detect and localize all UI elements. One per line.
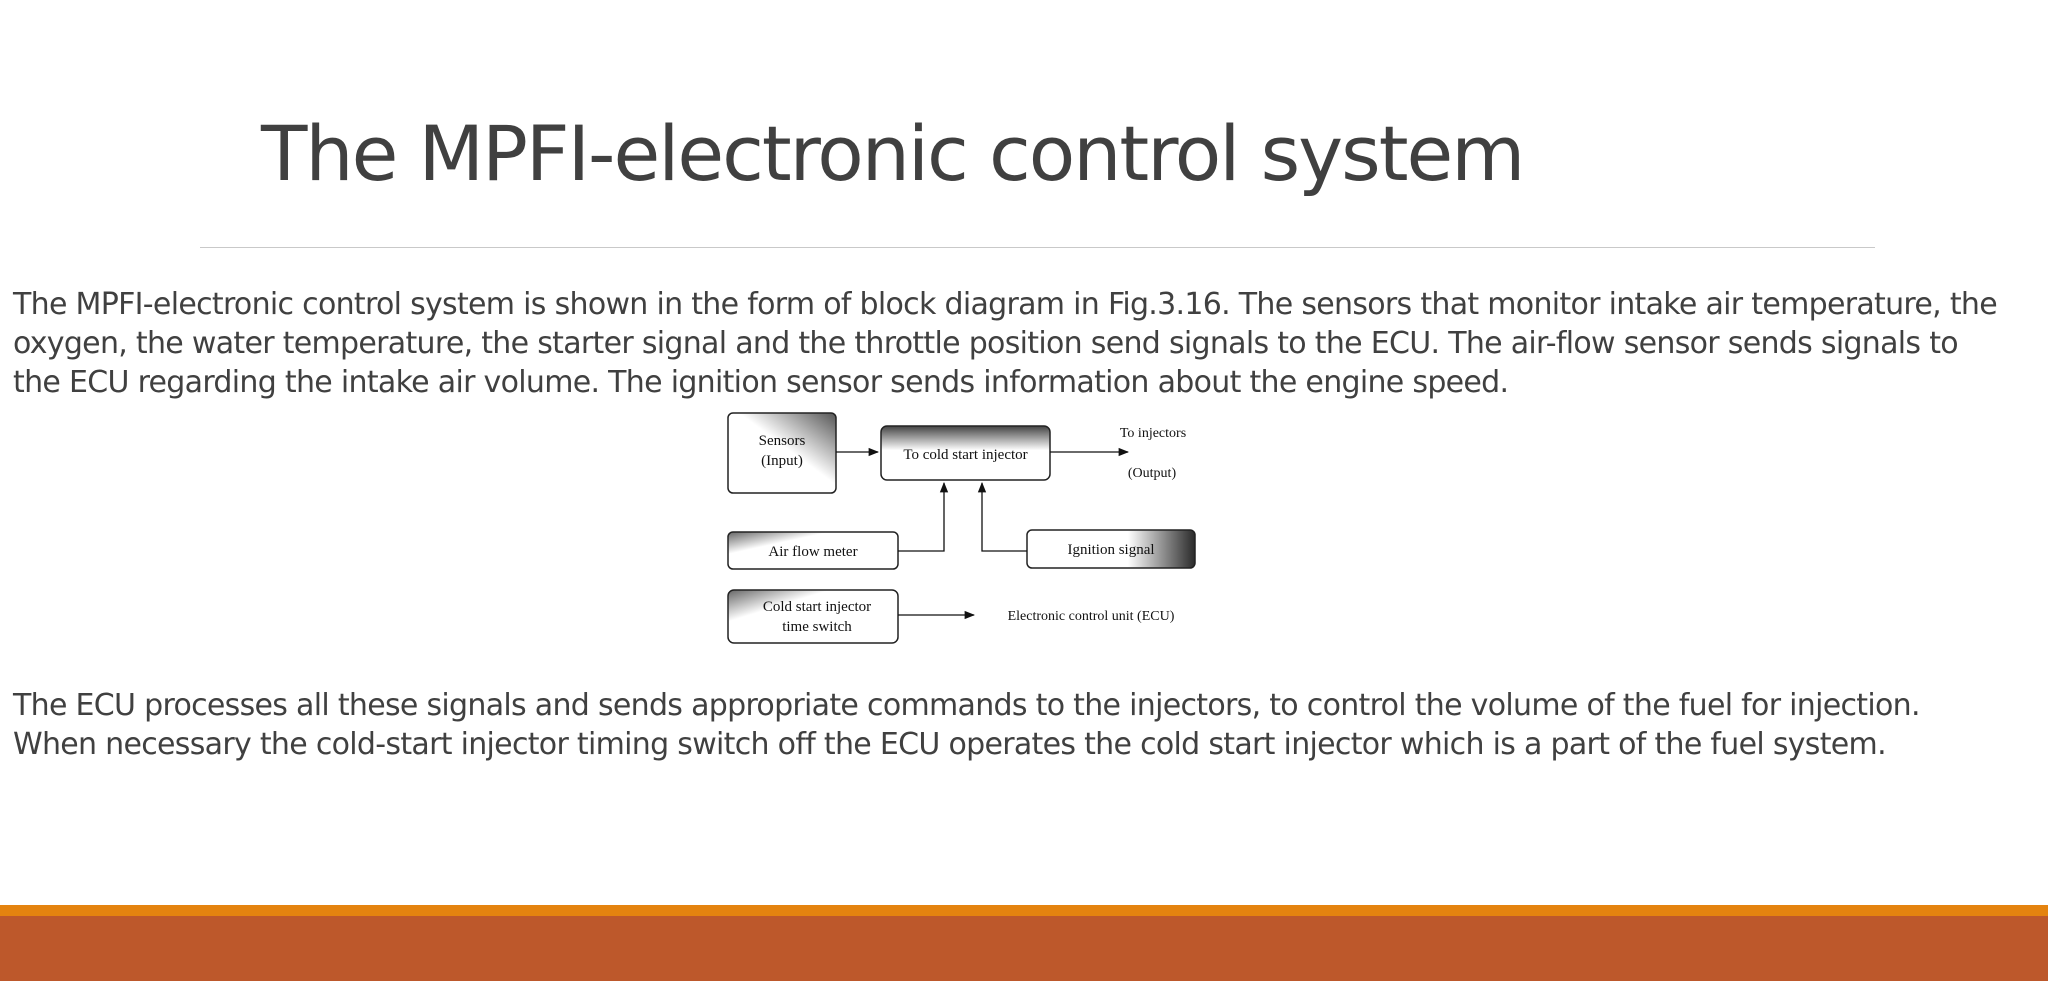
time-switch-block: Cold start injector time switch [727, 589, 899, 644]
ignition-connector [977, 481, 1027, 552]
paragraph-line: When necessary the cold-start injector t… [13, 727, 1887, 762]
footer-accent-stripe [0, 905, 2048, 916]
sensors-block: Sensors (Input) [727, 412, 837, 494]
air-flow-meter-block: Air flow meter [727, 531, 899, 570]
to-injectors-label: To injectors [1120, 426, 1186, 441]
intro-paragraph: The MPFI-electronic control system is sh… [13, 285, 2041, 402]
air-flow-connector [898, 481, 949, 552]
paragraph-line: oxygen, the water temperature, the start… [13, 326, 1959, 361]
time-switch-subtitle: time switch [782, 619, 852, 635]
ignition-signal-label: Ignition signal [1067, 542, 1154, 558]
summary-paragraph: The ECU processes all these signals and … [13, 686, 2041, 764]
sensors-label: Sensors [759, 433, 806, 449]
footer-bar [0, 916, 2048, 981]
block-diagram: Sensors (Input) To cold start injector T… [727, 412, 1196, 644]
sensors-input-label: (Input) [761, 453, 803, 469]
slide-title: The MPFI-electronic control system [261, 109, 1525, 198]
title-divider [200, 247, 1875, 248]
cold-start-injector-block: To cold start injector [880, 425, 1051, 481]
paragraph-line: the ECU regarding the intake air volume.… [13, 365, 1509, 400]
ecu-label: Electronic control unit (ECU) [1008, 609, 1175, 624]
paragraph-line: The ECU processes all these signals and … [13, 688, 1921, 723]
paragraph-line: The MPFI-electronic control system is sh… [13, 287, 1998, 322]
cold-start-injector-label: To cold start injector [903, 447, 1027, 463]
ignition-signal-block: Ignition signal [1026, 529, 1196, 569]
output-label: (Output) [1128, 466, 1177, 481]
time-switch-label: Cold start injector [763, 599, 871, 615]
air-flow-meter-label: Air flow meter [768, 544, 857, 560]
